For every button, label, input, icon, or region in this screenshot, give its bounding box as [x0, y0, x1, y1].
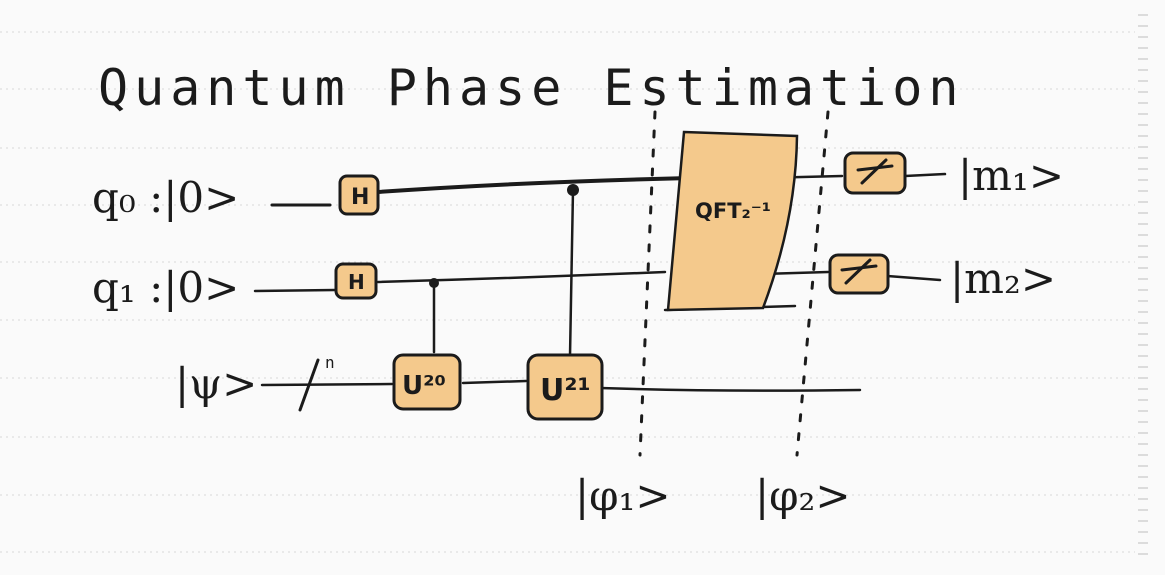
gate-h1: H — [334, 262, 378, 300]
register-slash — [298, 358, 320, 412]
gate-u-a: U²⁰ — [392, 353, 462, 411]
gate-u-b-label: U²¹ — [540, 373, 591, 408]
barrier-phi2 — [795, 110, 830, 457]
wire-q1-mid — [376, 270, 667, 284]
wire-q1-final — [886, 274, 942, 282]
gate-h1-label: H — [348, 270, 365, 294]
control-dot-q0 — [567, 184, 579, 196]
control-line-u-b — [568, 188, 575, 358]
gate-qft-inverse: QFT₂⁻¹ — [666, 130, 799, 312]
wire-psi-out — [598, 386, 862, 392]
diagram-title: Quantum Phase Estimation — [98, 59, 964, 117]
wire-q0-mid — [376, 176, 692, 194]
output-label-m2: |m₂> — [950, 254, 1056, 303]
gate-qft-label: QFT₂⁻¹ — [695, 199, 771, 223]
wire-psi-in — [260, 382, 394, 387]
barrier-phi1 — [638, 110, 657, 457]
wire-q0-final — [903, 172, 947, 178]
measure-gate-0 — [843, 151, 907, 195]
measure-gate-1 — [828, 253, 890, 295]
control-dot-q1 — [429, 278, 439, 288]
register-size-label: n — [325, 353, 335, 372]
wire-q1-in — [253, 288, 337, 293]
qubit-label-q0: q₀ :|0> — [92, 173, 239, 222]
output-label-m1: |m₁> — [958, 151, 1064, 200]
state-label-phi2: |φ₂> — [755, 471, 851, 520]
wire-psi-mid — [461, 379, 528, 385]
state-label-phi1: |φ₁> — [575, 471, 671, 520]
scrollbar-ticks — [1138, 14, 1148, 555]
gate-u-b: U²¹ — [526, 353, 604, 421]
measurement-meter-icon — [856, 158, 894, 185]
gate-h0: H — [338, 174, 380, 216]
gate-u-a-label: U²⁰ — [402, 371, 446, 401]
measurement-meter-icon — [840, 258, 878, 285]
gate-h0-label: H — [351, 185, 369, 210]
barriers — [638, 110, 830, 457]
qubit-label-q1: q₁ :|0> — [92, 263, 239, 312]
qubit-label-psi: |ψ> — [175, 359, 257, 408]
